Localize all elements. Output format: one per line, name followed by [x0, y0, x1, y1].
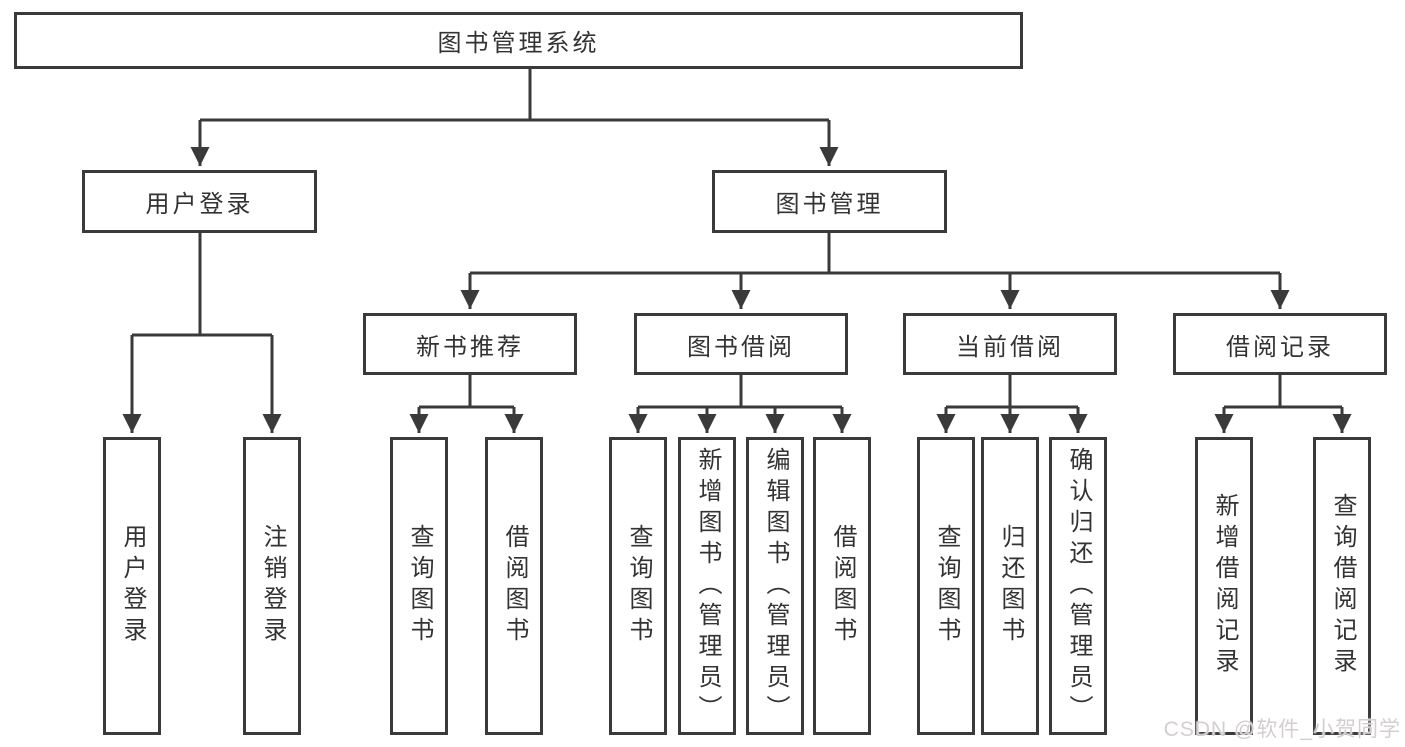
node-label: 查询图书 — [933, 524, 960, 648]
node-label: 借阅记录 — [1226, 333, 1334, 361]
csdn-watermark: CSDN @软件_小贺同学 — [1163, 718, 1401, 741]
node-label: 图书管理系统 — [437, 30, 600, 57]
node-borrow-record: 借阅记录 — [1173, 313, 1387, 375]
leaf-confirm-return-admin: 确认归还（管理员） — [1049, 437, 1107, 735]
node-label: 用户登录 — [119, 524, 146, 648]
node-label: 借阅图书 — [829, 524, 856, 648]
node-label: 新书推荐 — [416, 333, 524, 361]
leaf-query-books-current: 查询图书 — [917, 437, 975, 735]
node-label: 确认归还（管理员） — [1065, 446, 1092, 726]
leaf-borrow-books-recommend: 借阅图书 — [485, 437, 543, 735]
node-label: 编辑图书（管理员） — [762, 446, 789, 726]
node-new-book-recommend: 新书推荐 — [363, 313, 577, 375]
node-book-management-branch: 图书管理 — [712, 170, 947, 233]
node-label: 新增图书（管理员） — [694, 446, 721, 726]
node-user-login-branch: 用户登录 — [82, 170, 317, 233]
node-label: 图书管理 — [775, 191, 884, 218]
node-label: 新增借阅记录 — [1211, 493, 1238, 679]
node-label: 当前借阅 — [956, 333, 1064, 361]
leaf-add-books-admin: 新增图书（管理员） — [678, 437, 736, 735]
leaf-query-books-recommend: 查询图书 — [390, 437, 448, 735]
node-label: 查询图书 — [625, 524, 652, 648]
leaf-borrow-books: 借阅图书 — [813, 437, 871, 735]
leaf-user-login: 用户登录 — [103, 437, 161, 735]
node-label: 用户登录 — [145, 191, 254, 218]
node-label: 查询借阅记录 — [1329, 493, 1356, 679]
leaf-edit-books-admin: 编辑图书（管理员） — [746, 437, 804, 735]
leaf-query-borrow-record: 查询借阅记录 — [1313, 437, 1371, 735]
leaf-logout: 注销登录 — [243, 437, 301, 735]
node-label: 注销登录 — [259, 524, 286, 648]
leaf-query-books-borrow: 查询图书 — [609, 437, 667, 735]
leaf-add-borrow-record: 新增借阅记录 — [1195, 437, 1253, 735]
node-label: 图书借阅 — [687, 333, 795, 361]
node-label: 归还图书 — [997, 524, 1024, 648]
node-current-borrow: 当前借阅 — [903, 313, 1117, 375]
node-label: 借阅图书 — [501, 524, 528, 648]
node-label: 查询图书 — [406, 524, 433, 648]
leaf-return-books: 归还图书 — [981, 437, 1039, 735]
node-book-borrow: 图书借阅 — [634, 313, 848, 375]
node-library-management-system: 图书管理系统 — [14, 12, 1023, 69]
